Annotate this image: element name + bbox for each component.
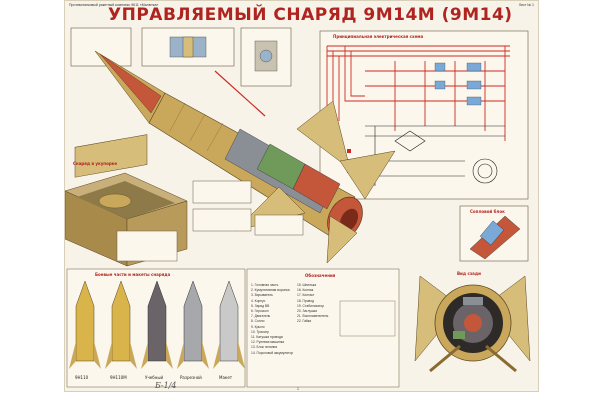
- rear-view-caption: Вид сзади: [457, 271, 481, 276]
- legend-item: 13. Блок питания: [251, 345, 278, 350]
- rear-view: [414, 275, 531, 373]
- legend-item: 11. Катушка провода: [251, 335, 283, 340]
- legend-item: 21. Воспламенитель: [297, 314, 329, 319]
- legend-item: 19. Стабилизатор: [297, 303, 325, 308]
- page-number: 1: [297, 387, 299, 391]
- legend-item: 8. Сопло: [251, 319, 265, 324]
- legend-item: 9. Крыло: [251, 324, 265, 329]
- legend-item: 17. Контакт: [297, 293, 315, 298]
- header-right-text: Лист № 1: [518, 3, 534, 7]
- legend-item: 14. Пороховой аккумулятор: [251, 350, 294, 355]
- legend-item: 7. Двигатель: [251, 314, 271, 319]
- legend-item: 2. Кумулятивная воронка: [251, 288, 290, 293]
- warhead-variants: [69, 280, 245, 369]
- warhead-label-2: 9Н110М: [110, 375, 127, 380]
- legend-item: 1. Головная часть: [251, 283, 279, 287]
- legend-caption: Обозначения: [305, 273, 336, 278]
- legend-item: 3. Взрыватель: [251, 293, 273, 298]
- legend-item: 22. Гайка: [297, 319, 312, 324]
- legend-list-2: 15. Шпилька 16. Колпак 17. Контакт 18. П…: [297, 283, 328, 325]
- legend-item: 18. Провод: [297, 298, 314, 303]
- legend-item: 12. Рулевая машинка: [251, 340, 285, 345]
- signature-mark: Б-1/4: [155, 381, 177, 390]
- diagram-artwork: [65, 27, 531, 388]
- inset-box-3: [70, 27, 132, 67]
- warhead-label-1: 9Н110: [75, 375, 89, 380]
- warhead-label-3: Учебный: [145, 375, 164, 380]
- container-caption: Снаряд в укупорке: [73, 161, 118, 166]
- legend-list-1: 1. Головная часть 2. Кумулятивная воронк…: [251, 283, 293, 356]
- pointer-line: [214, 70, 266, 117]
- legend-item: 15. Шпилька: [297, 283, 317, 287]
- warhead-label-5: Макет: [219, 375, 233, 380]
- poster: Противотанковый ракетный комплекс 9К11 «…: [64, 0, 539, 392]
- legend-item: 10. Трассер: [251, 329, 269, 334]
- poster-title: УПРАВЛЯЕМЫЙ СНАРЯД 9М14М (9М14): [108, 5, 513, 25]
- warheads-caption: Боевые части и макеты снаряда: [95, 272, 171, 277]
- nozzle-caption: Сопловой блок: [470, 209, 505, 214]
- legend-item: 16. Колпак: [297, 288, 314, 293]
- warhead-label-4: Разрезной: [180, 375, 202, 380]
- legend-item: 6. Гироскоп: [251, 309, 269, 314]
- legend-item: 5. Заряд ВВ: [251, 303, 270, 308]
- header-left-text: Противотанковый ракетный комплекс 9К11 «…: [69, 3, 159, 7]
- legend-item: 20. Заглушка: [297, 309, 318, 314]
- missile-cutaway: [94, 50, 396, 264]
- schematic-caption: Принципиальная электрическая схема: [333, 34, 424, 39]
- legend-item: 4. Корпус: [251, 298, 266, 303]
